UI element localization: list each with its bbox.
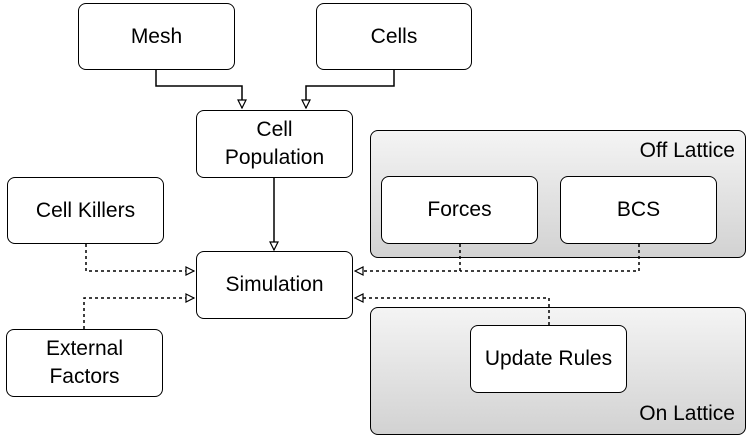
cell-killers-node: Cell Killers bbox=[7, 177, 164, 244]
edge-update-rules-to-simulation bbox=[355, 298, 550, 325]
cells-node: Cells bbox=[316, 3, 472, 70]
bcs-label: BCS bbox=[616, 198, 661, 221]
edge-cell-killers-to-simulation bbox=[85, 244, 194, 271]
edge-cells-to-cell-population bbox=[306, 70, 395, 108]
mesh-label: Mesh bbox=[130, 24, 183, 48]
external-factors-node: External Factors bbox=[6, 329, 163, 397]
edge-forces-to-simulation bbox=[355, 244, 461, 271]
cell-population-label: Cell Population bbox=[224, 118, 325, 169]
update-rules-label: Update Rules bbox=[484, 347, 613, 370]
on-lattice-label: On Lattice bbox=[639, 402, 735, 425]
edge-mesh-to-cell-population bbox=[155, 70, 242, 108]
cells-label: Cells bbox=[370, 24, 418, 48]
edge-bcs-to-simulation bbox=[460, 244, 640, 272]
off-lattice-label: Off Lattice bbox=[639, 139, 735, 162]
forces-node: Forces bbox=[381, 176, 538, 244]
edge-external-factors-to-simulation bbox=[83, 298, 194, 329]
mesh-node: Mesh bbox=[78, 3, 235, 70]
forces-label: Forces bbox=[427, 198, 492, 221]
cell-population-node: Cell Population bbox=[196, 110, 353, 178]
bcs-node: BCS bbox=[560, 176, 717, 244]
update-rules-node: Update Rules bbox=[470, 325, 627, 393]
cell-killers-label: Cell Killers bbox=[35, 198, 136, 222]
simulation-label: Simulation bbox=[225, 273, 324, 296]
external-factors-label: External Factors bbox=[45, 337, 124, 388]
simulation-node: Simulation bbox=[196, 251, 353, 319]
